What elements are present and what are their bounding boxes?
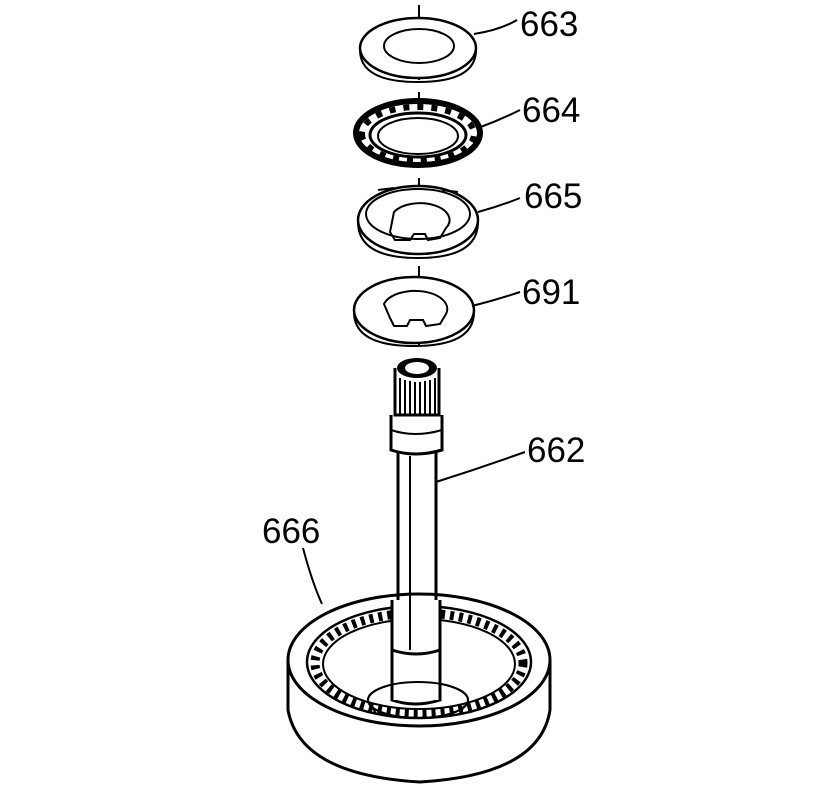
callout-691: 691 — [522, 273, 580, 312]
thrust-washer-665 — [356, 184, 480, 260]
washer-663 — [358, 16, 478, 84]
leader-lines — [302, 19, 526, 605]
callout-663: 663 — [520, 5, 578, 44]
callout-662: 662 — [527, 431, 585, 470]
thrust-washer-691 — [352, 275, 476, 348]
callout-664: 664 — [522, 91, 580, 130]
ring-gear-666 — [286, 592, 552, 784]
thrust-bearing-664 — [353, 98, 483, 168]
callout-666: 666 — [262, 512, 320, 551]
callout-665: 665 — [524, 177, 582, 216]
